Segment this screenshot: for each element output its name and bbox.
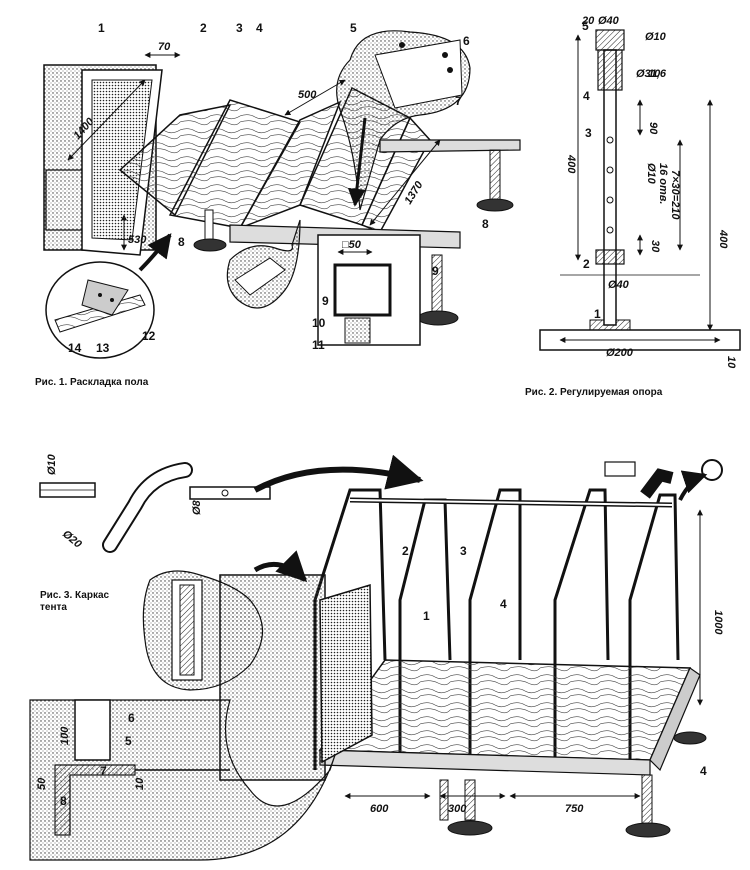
- callout-number: 8: [482, 217, 489, 231]
- callout-number: 13: [96, 341, 110, 355]
- figure-3-caption-line1: Рис. 3. Каркас: [40, 590, 110, 601]
- callout-number: 3: [585, 126, 592, 140]
- dimension-label: 1000: [712, 610, 724, 635]
- dimension-label: Ø40: [598, 15, 620, 27]
- callout-number: 2: [583, 257, 590, 271]
- callout-number: 2: [402, 544, 409, 558]
- dimension-label: Ø40: [608, 279, 630, 291]
- dimension-label: 10: [725, 356, 737, 369]
- dimension-label: 70: [158, 41, 171, 53]
- callout-number: 2: [200, 21, 207, 35]
- callout-number: 4: [700, 764, 707, 778]
- dimension-label: 10: [648, 68, 661, 80]
- callout-number: 6: [463, 34, 470, 48]
- support-cap: [595, 29, 625, 51]
- callout-number: 4: [500, 597, 507, 611]
- dimension-label: Ø10: [645, 31, 667, 43]
- callout-number: 1: [423, 609, 430, 623]
- callout-number: 5: [582, 19, 589, 33]
- dimension-label: 400: [565, 154, 577, 174]
- figure-3-callouts: 1 2 3 4 4 6 5 7 8: [60, 544, 707, 808]
- support-foot: [193, 238, 227, 252]
- support-foot: [447, 820, 493, 836]
- callout-number: 6: [128, 711, 135, 725]
- dimension-label: 100: [59, 726, 71, 745]
- callout-number: 10: [312, 316, 326, 330]
- callout-number: 5: [350, 21, 357, 35]
- support-foot: [476, 198, 514, 212]
- dimension-label: Ø31,6: [636, 68, 667, 80]
- callout-number: 4: [256, 21, 263, 35]
- dimension-label: Ø200: [606, 347, 634, 359]
- trunk-side-mesh: [319, 583, 373, 764]
- callout-number: 3: [460, 544, 467, 558]
- figure-1-caption: Рис. 1. Раскладка пола: [35, 377, 149, 388]
- callout-number: 1: [594, 307, 601, 321]
- support-clamp: [595, 249, 625, 265]
- dimension-label: Ø8: [191, 499, 203, 515]
- support-foot: [417, 310, 459, 326]
- pipe-section: [189, 486, 271, 500]
- callout-number: 14: [68, 341, 82, 355]
- callout-number: 8: [60, 794, 67, 808]
- callout-number: 4: [583, 89, 590, 103]
- dimension-label: 750: [565, 803, 584, 815]
- dimension-label: Ø20: [60, 528, 84, 551]
- dimension-label: 400: [717, 229, 729, 249]
- floor-platform: [318, 659, 692, 761]
- figure-2-caption: Рис. 2. Регулируемая опора: [525, 387, 663, 398]
- support-foot: [625, 822, 671, 838]
- dimension-label: Ø10: [645, 163, 657, 185]
- callout-number: 12: [142, 329, 156, 343]
- dimension-label: 10: [134, 777, 146, 790]
- dimension-label: 7×30=210: [669, 170, 681, 220]
- dimension-label: 530: [128, 234, 147, 246]
- figure-3-caption-line2: тента: [40, 602, 67, 613]
- callout-number: 3: [236, 21, 243, 35]
- dimension-label: □50: [342, 239, 362, 251]
- dimension-label: 20: [581, 15, 595, 27]
- dimension-label: 300: [448, 803, 467, 815]
- callout-number: 7: [455, 94, 462, 108]
- dimension-label: Ø10: [46, 453, 58, 475]
- dimension-label: 600: [370, 803, 389, 815]
- figure-2-callouts: 5 4 3 2 1: [582, 19, 601, 321]
- callout-number: 9: [322, 294, 329, 308]
- support-foot: [673, 731, 707, 745]
- dimension-label: 16 отв.: [657, 163, 669, 205]
- callout-number: 11: [312, 338, 325, 352]
- callout-number: 7: [100, 764, 107, 778]
- callout-number: 9: [432, 264, 439, 278]
- callout-number: 5: [125, 734, 132, 748]
- dimension-label: 500: [298, 89, 317, 101]
- dimension-label: 50: [36, 777, 48, 790]
- dimension-label: 90: [647, 122, 659, 135]
- dimension-label: 30: [649, 240, 661, 253]
- callout-number: 1: [98, 21, 105, 35]
- callout-number: 8: [178, 235, 185, 249]
